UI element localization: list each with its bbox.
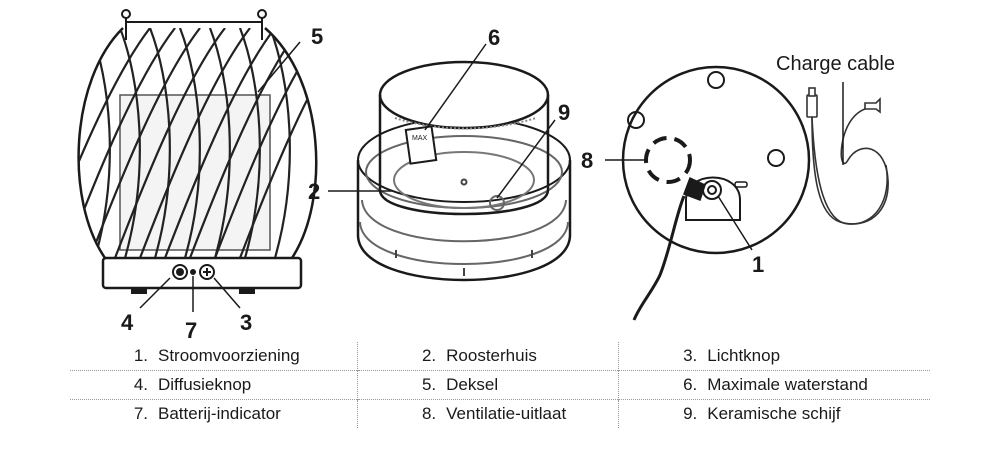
legend-item-1: 1.Stroomvoorziening — [133, 346, 300, 365]
parts-legend: 1.Stroomvoorziening 2.Roosterhuis 3.Lich… — [70, 342, 930, 428]
front-foot-right — [239, 287, 255, 294]
legend-item-5: 5.Deksel — [357, 370, 619, 400]
legend-row: 7.Batterij-indicator 8.Ventilatie-uitlaa… — [70, 399, 930, 428]
callout-8: 8 — [581, 148, 593, 173]
cable-coil — [811, 108, 889, 225]
reservoir-rim — [378, 60, 550, 130]
reservoir-view: MAX — [356, 60, 572, 282]
legend-item-8: 8.Ventilatie-uitlaat — [357, 399, 619, 428]
ventilation-outlet — [644, 136, 692, 184]
callout-5: 5 — [311, 24, 323, 49]
callout-2: 2 — [308, 179, 320, 204]
bottom-foot-top — [707, 71, 725, 89]
legend-row: 4.Diffusieknop 5.Deksel 6.Maximale water… — [70, 370, 930, 400]
bottom-foot-right — [767, 149, 785, 167]
charge-cable-illustration — [806, 82, 889, 225]
legend-item-2: 2.Roosterhuis — [357, 342, 619, 371]
callout-7: 7 — [185, 318, 197, 340]
product-diagram: 5 4 7 3 MAX 6 9 2 — [77, 9, 895, 340]
legend-row: 1.Stroomvoorziening 2.Roosterhuis 3.Lich… — [70, 342, 930, 371]
legend-item-3: 3.Lichtknop — [618, 342, 930, 371]
usb-plug — [806, 94, 818, 118]
diffuser-front-view — [77, 9, 318, 294]
inner-reservoir — [119, 94, 271, 251]
ceramic-disc — [489, 195, 505, 211]
callout-6: 6 — [488, 25, 500, 50]
legend-item-9: 9.Keramische schijf — [618, 399, 930, 428]
reservoir-base — [356, 160, 572, 282]
bottom-view — [621, 65, 811, 321]
battery-indicator-led — [190, 269, 196, 275]
legend-item-6: 6.Maximale waterstand — [618, 370, 930, 400]
bottom-foot-left — [627, 111, 645, 129]
charge-cable-label: Charge cable — [776, 53, 895, 75]
front-foot-left — [131, 287, 147, 294]
handle — [121, 9, 267, 40]
power-cord — [632, 195, 686, 321]
max-water-level-mark — [404, 125, 438, 165]
callout-9: 9 — [558, 100, 570, 125]
power-plug — [683, 176, 706, 201]
callout-3: 3 — [240, 310, 252, 335]
svg-text:MAX: MAX — [412, 135, 428, 142]
dc-plug — [864, 97, 881, 114]
legend-item-4: 4.Diffusieknop — [70, 370, 358, 400]
cage-bars — [78, 28, 317, 258]
callout-4: 4 — [121, 310, 134, 335]
callout-1: 1 — [752, 252, 764, 277]
legend-item-7: 7.Batterij-indicator — [70, 399, 358, 428]
bottom-plate — [621, 65, 811, 255]
